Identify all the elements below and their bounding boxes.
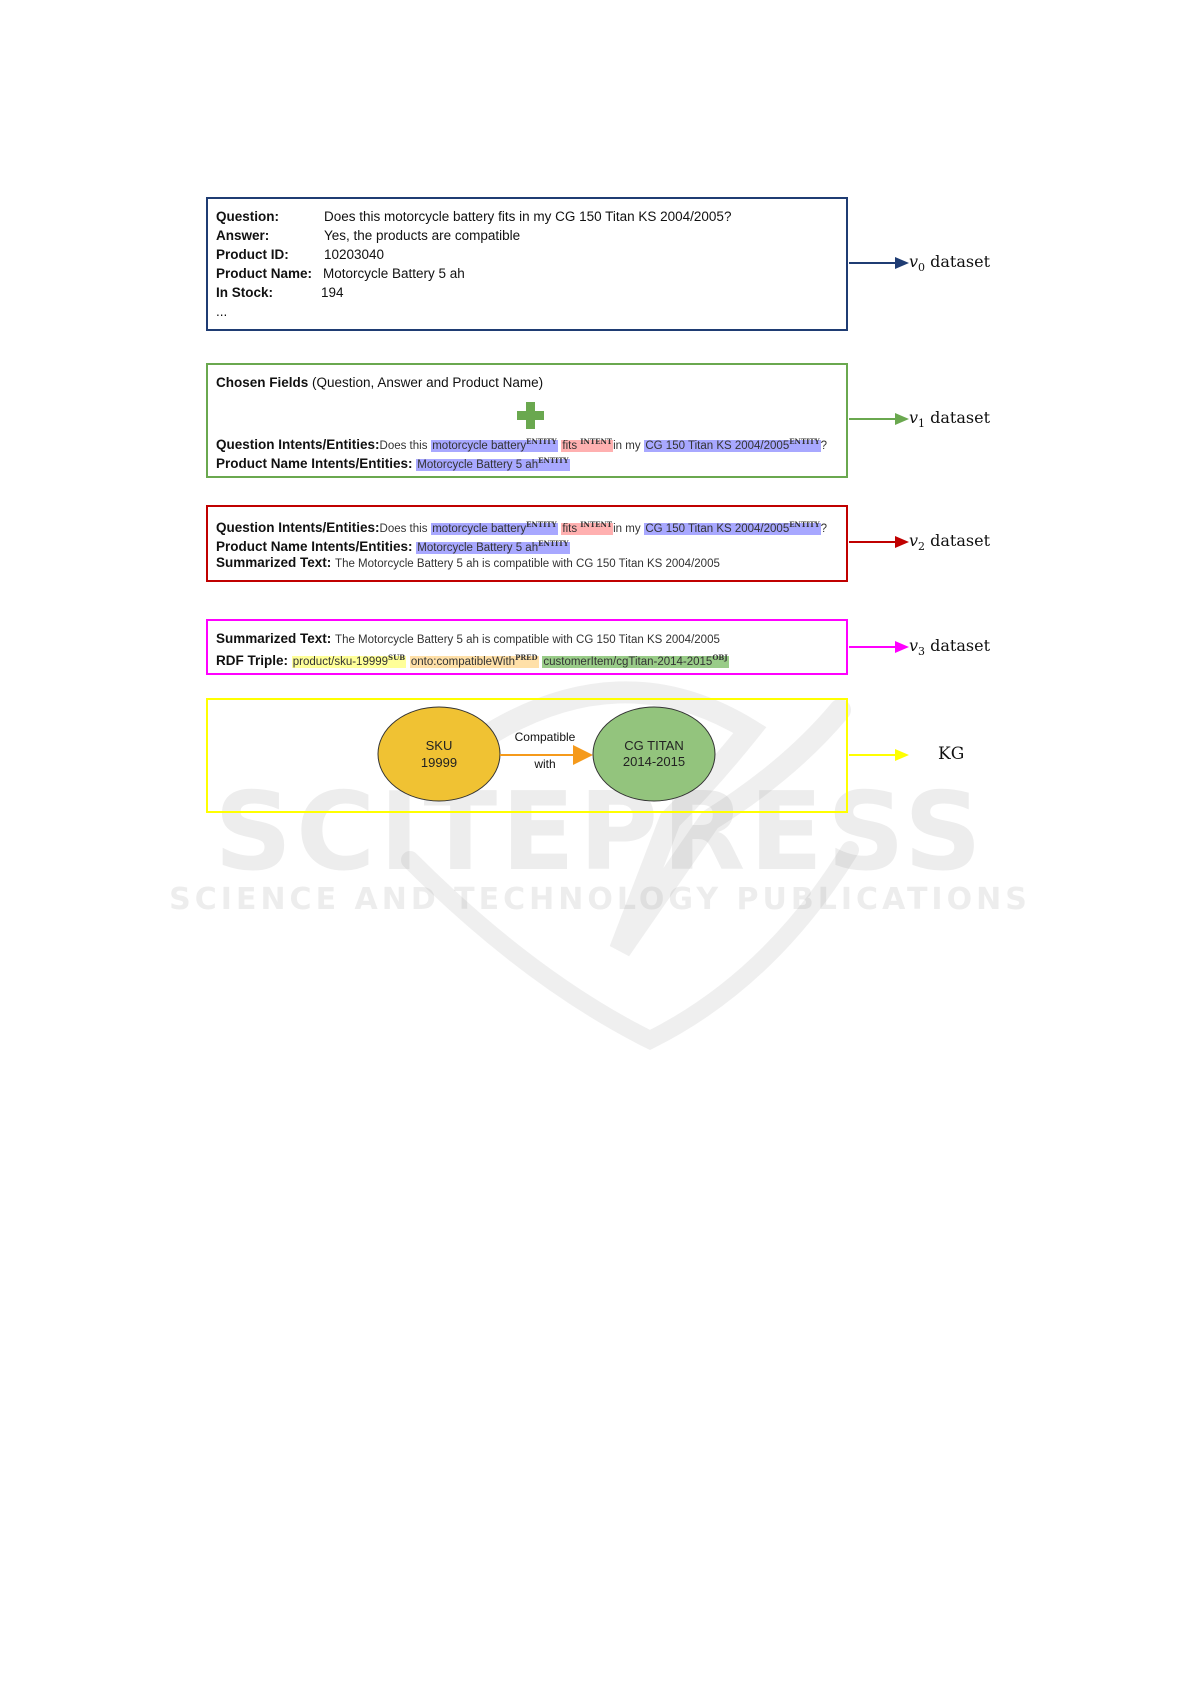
entity-product-name: Motorcycle Battery 5 ahENTITY [416, 456, 570, 471]
v1-dataset-label: v1 dataset [909, 408, 990, 431]
answer-value: Yes, the products are compatible [324, 228, 521, 243]
summarized-text-label: Summarized Text: [216, 631, 332, 646]
kg-node-cg-titan-line2: 2014-2015 [623, 754, 685, 769]
kg-node-sku-line1: SKU [426, 738, 453, 753]
watermark-subtitle: SCIENCE AND TECHNOLOGY PUBLICATIONS [169, 882, 1031, 917]
v0-answer-row: Answer: Yes, the products are compatible [216, 226, 520, 245]
rdf-object: customerItem/cgTitan-2014-2015OBJ [542, 653, 729, 668]
question-text-pre: Does this [379, 523, 428, 535]
product-id-value: 10203040 [324, 247, 385, 262]
v0-product-id-row: Product ID: 10203040 [216, 245, 384, 264]
v2-arrow-icon [849, 536, 909, 548]
v2-dataset-label: v2 dataset [909, 531, 990, 554]
v3-record-box: Summarized Text: The Motorcycle Battery … [206, 619, 848, 675]
summarized-text-label: Summarized Text: [216, 555, 332, 570]
rdf-subject: product/sku-19999SUB [291, 653, 407, 668]
kg-label: KG [938, 744, 965, 764]
v2-question-intents-row: Question Intents/Entities:Does this moto… [216, 515, 827, 539]
question-text-end: ? [820, 523, 828, 535]
entity-cg-titan: CG 150 Titan KS 2004/2005ENTITY [644, 437, 821, 452]
question-text-end: ? [820, 440, 828, 452]
v0-record-box: Question: Does this motorcycle battery fi… [206, 197, 848, 331]
kg-edge-label-line2: with [533, 757, 555, 771]
question-value: Does this motorcycle battery fits in my … [324, 209, 732, 224]
in-stock-label: In Stock: [216, 285, 274, 300]
summarized-text-value: The Motorcycle Battery 5 ah is compatibl… [335, 558, 720, 570]
v3-dataset-label: v3 dataset [909, 636, 990, 659]
v0-arrow-icon [849, 257, 909, 269]
v3-rdf-triple-row: RDF Triple: product/sku-19999SUB onto:co… [216, 648, 729, 672]
v0-question-row: Question: Does this motorcycle battery fi… [216, 207, 731, 226]
watermark: SCITEPRESS SCIENCE AND TECHNOLOGY PUBLIC… [150, 620, 1050, 1060]
v1-record-box: Chosen Fields (Question, Answer and Prod… [206, 363, 848, 478]
v2-summarized-text-row: Summarized Text: The Motorcycle Battery … [216, 553, 720, 574]
intent-fits: fits INTENT [561, 437, 614, 452]
v0-in-stock-row: In Stock: 194 [216, 283, 344, 302]
kg-node-cg-titan-line1: CG TITAN [624, 738, 683, 753]
v1-arrow-icon [849, 413, 909, 425]
kg-box: SKU 19999 Compatible with CG TITAN 2014-… [206, 698, 848, 813]
product-name-intents-label: Product Name Intents/Entities: [216, 539, 413, 554]
rdf-predicate: onto:compatibleWithPRED [409, 653, 539, 668]
in-stock-value: 194 [321, 285, 344, 300]
v1-product-name-intents-row: Product Name Intents/Entities: Motorcycl… [216, 451, 570, 475]
v2-product-name-intents-row: Product Name Intents/Entities: Motorcycl… [216, 534, 570, 558]
watermark-logo-icon [401, 681, 859, 1051]
summarized-text-value: The Motorcycle Battery 5 ah is compatibl… [335, 634, 720, 646]
kg-arrow-icon [849, 749, 909, 761]
plus-icon [517, 402, 544, 429]
v0-dataset-label: v0 dataset [909, 252, 990, 275]
rdf-triple-label: RDF Triple: [216, 653, 289, 668]
v2-record-box: Question Intents/Entities:Does this moto… [206, 505, 848, 582]
v0-ellipsis: ... [216, 304, 228, 319]
answer-label: Answer: [216, 228, 270, 243]
v1-question-intents-row: Question Intents/Entities:Does this moto… [216, 432, 827, 456]
question-text-mid: in my [613, 440, 641, 452]
kg-node-cg-titan [592, 706, 716, 802]
entity-motorcycle-battery: motorcycle batteryENTITY [431, 520, 558, 535]
question-text-pre: Does this [379, 440, 428, 452]
v3-arrow-icon [849, 641, 909, 653]
chosen-fields-label: Chosen Fields [216, 375, 309, 390]
question-text-mid: in my [613, 523, 641, 535]
entity-product-name: Motorcycle Battery 5 ahENTITY [416, 539, 570, 554]
entity-motorcycle-battery: motorcycle batteryENTITY [431, 437, 558, 452]
entity-cg-titan: CG 150 Titan KS 2004/2005ENTITY [644, 520, 821, 535]
v3-summarized-text-row: Summarized Text: The Motorcycle Battery … [216, 629, 720, 650]
v1-chosen-fields-row: Chosen Fields (Question, Answer and Prod… [216, 373, 543, 392]
intent-fits: fits INTENT [561, 520, 614, 535]
kg-graph: SKU 19999 Compatible with CG TITAN 2014-… [377, 706, 716, 802]
question-label: Question: [216, 209, 279, 224]
v0-product-name-row: Product Name: Motorcycle Battery 5 ah [216, 264, 465, 283]
product-name-value: Motorcycle Battery 5 ah [323, 266, 465, 281]
chosen-fields-value: (Question, Answer and Product Name) [312, 375, 544, 390]
product-name-intents-label: Product Name Intents/Entities: [216, 456, 413, 471]
product-id-label: Product ID: [216, 247, 289, 262]
kg-node-sku [377, 706, 501, 802]
question-intents-label: Question Intents/Entities: [216, 437, 380, 452]
kg-node-sku-line2: 19999 [421, 755, 457, 770]
product-name-label: Product Name: [216, 266, 313, 281]
question-intents-label: Question Intents/Entities: [216, 520, 380, 535]
kg-edge-label-line1: Compatible [515, 730, 576, 744]
